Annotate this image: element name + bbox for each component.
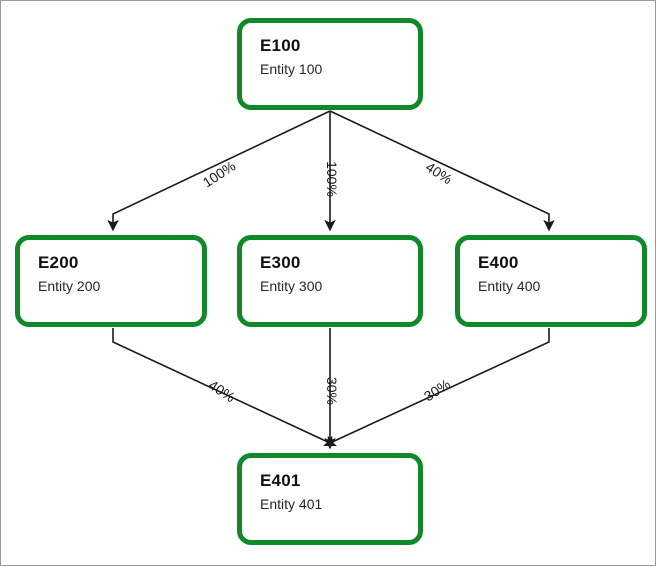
node-subtitle: Entity 100 bbox=[260, 61, 323, 77]
node-subtitle: Entity 400 bbox=[478, 278, 541, 294]
node-title: E400 bbox=[478, 253, 519, 272]
node-e300[interactable]: E300 Entity 300 bbox=[237, 235, 423, 327]
edge-label-e100-e300: 100% bbox=[324, 161, 340, 197]
node-e100[interactable]: E100 Entity 100 bbox=[237, 18, 423, 110]
node-title: E200 bbox=[38, 253, 79, 272]
node-title: E100 bbox=[260, 36, 301, 55]
edge-label-e300-e401: 30% bbox=[324, 376, 340, 406]
edge-e200-e401 bbox=[112, 328, 336, 447]
edge-e400-e401 bbox=[324, 328, 550, 447]
edge-e100-e400 bbox=[329, 110, 555, 232]
node-subtitle: Entity 200 bbox=[38, 278, 101, 294]
node-e200[interactable]: E200 Entity 200 bbox=[15, 235, 207, 327]
node-e400[interactable]: E400 Entity 400 bbox=[455, 235, 647, 327]
node-title: E401 bbox=[260, 471, 301, 490]
edge-e100-e200 bbox=[107, 110, 331, 232]
node-subtitle: Entity 401 bbox=[260, 496, 323, 512]
node-subtitle: Entity 300 bbox=[260, 278, 323, 294]
node-e401[interactable]: E401 Entity 401 bbox=[237, 453, 423, 545]
node-title: E300 bbox=[260, 253, 301, 272]
